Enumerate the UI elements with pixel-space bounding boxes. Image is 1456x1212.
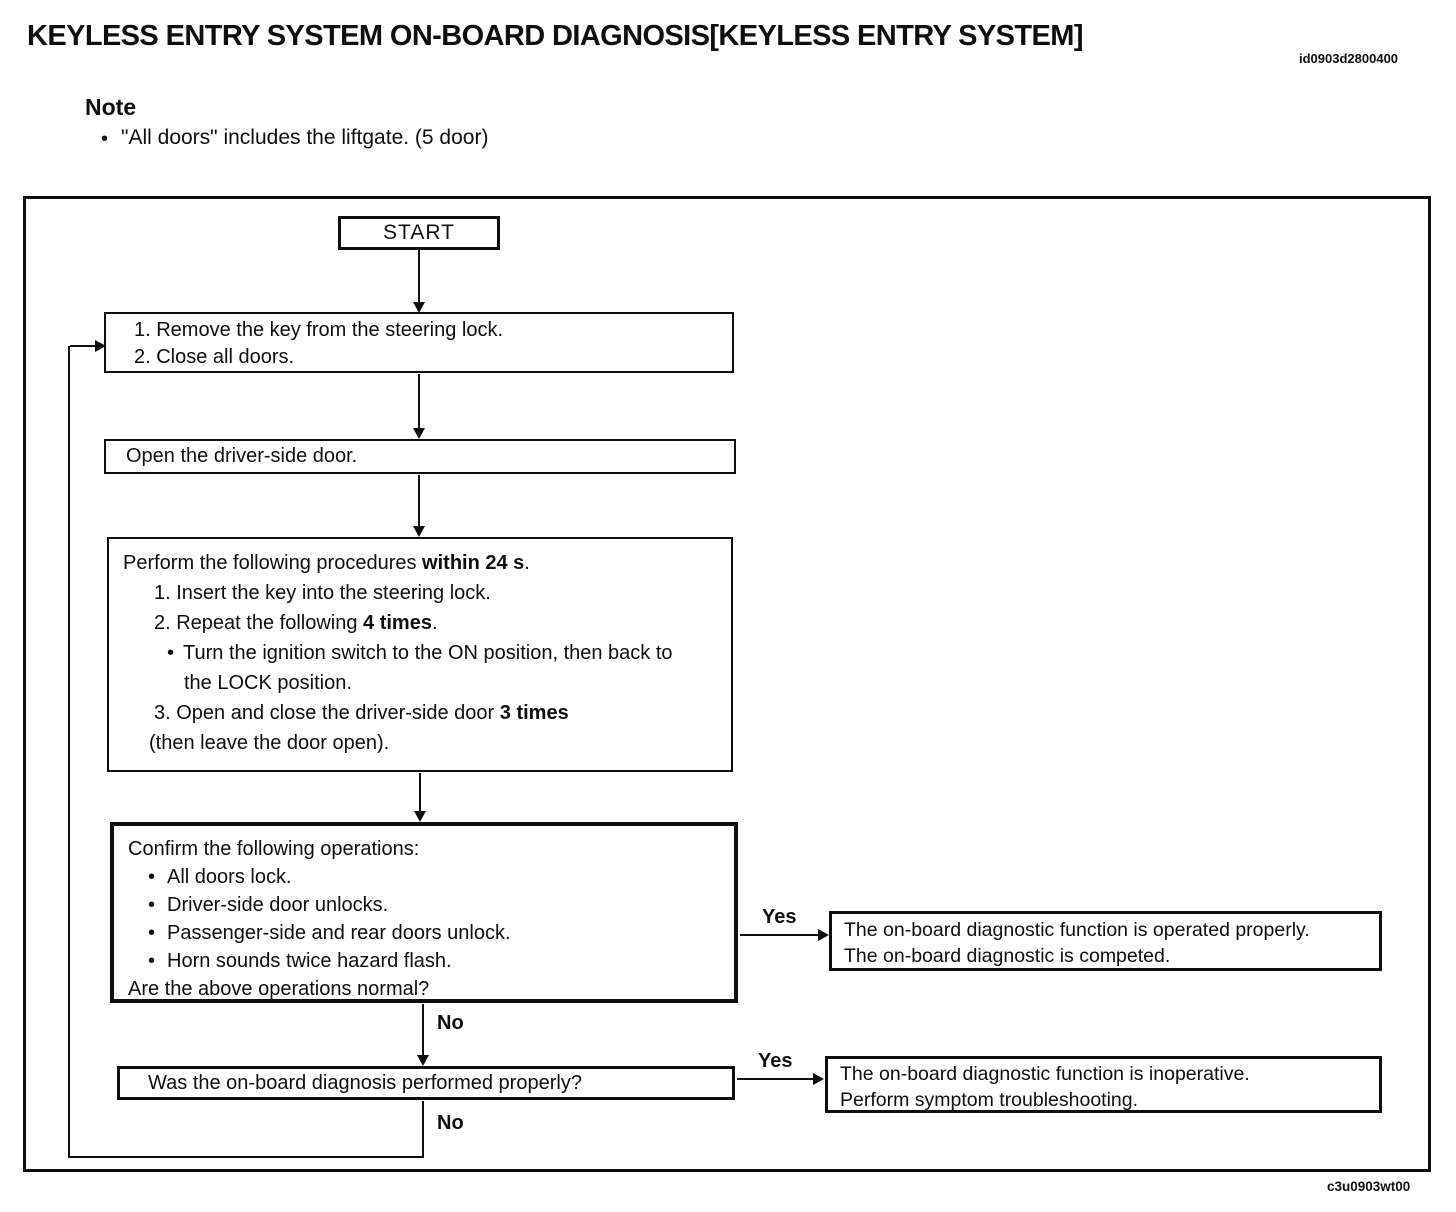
note-heading: Note	[85, 94, 137, 120]
step4-intro: Confirm the following operations:	[128, 838, 420, 860]
arrowhead-right-icon	[813, 1073, 824, 1085]
flowchart-result-ok-node: The on-board diagnostic function is oper…	[829, 911, 1382, 971]
bullet-icon: •	[148, 894, 156, 916]
connector-loop-into-step1	[70, 345, 98, 347]
step3-item1: 1. Insert the key into the steering lock…	[154, 582, 491, 604]
step4-bullet-3: • Passenger-side and rear doors unlock.	[148, 919, 734, 947]
connector-step2-to-step3	[418, 475, 420, 526]
step4-bullet-2: • Driver-side door unlocks.	[148, 891, 734, 919]
document-id: id0903d2800400	[1299, 51, 1399, 66]
flowchart-start-node: START	[338, 216, 500, 250]
flowchart-step5-node: Was the on-board diagnosis performed pro…	[117, 1066, 735, 1100]
flowchart-step3-node: Perform the following procedures within …	[107, 537, 733, 772]
branch-label-no: No	[437, 1012, 464, 1034]
step4-bullet-4: • Horn sounds twice hazard flash.	[148, 947, 734, 975]
step3-item2: 2. Repeat the following 4 times.	[154, 612, 438, 634]
arrowhead-down-icon	[413, 526, 425, 537]
figure-id: c3u0903wt00	[1327, 1179, 1411, 1194]
bullet-icon: •	[148, 922, 156, 944]
bullet-icon: •	[101, 128, 109, 150]
result-ng-line2: Perform symptom troubleshooting.	[840, 1089, 1139, 1111]
result-ok-line2: The on-board diagnostic is competed.	[844, 945, 1171, 967]
page-title: KEYLESS ENTRY SYSTEM ON-BOARD DIAGNOSIS[…	[27, 20, 1083, 52]
flowchart-result-ng-node: The on-board diagnostic function is inop…	[825, 1056, 1382, 1113]
step1-line2: 2. Close all doors.	[134, 346, 295, 368]
bullet-icon: •	[167, 642, 175, 664]
connector-start-to-step1	[418, 250, 420, 302]
step4-bullet-1: • All doors lock.	[148, 863, 734, 891]
step2-text: Open the driver-side door.	[126, 445, 358, 467]
bullet-icon: •	[148, 950, 156, 972]
arrowhead-right-icon	[95, 340, 106, 352]
connector-step4-yes-to-result-ok	[740, 934, 820, 936]
connector-loop-bottom	[68, 1156, 424, 1158]
connector-step1-to-step2	[418, 374, 420, 428]
arrowhead-down-icon	[413, 302, 425, 313]
step3-subitem-line1: Turn the ignition switch to the ON posit…	[183, 642, 673, 664]
note-bullet-text: "All doors" includes the liftgate. (5 do…	[121, 126, 489, 149]
step1-line1: 1. Remove the key from the steering lock…	[134, 319, 504, 341]
connector-step5-yes-to-result-ng	[737, 1078, 815, 1080]
result-ok-line1: The on-board diagnostic function is oper…	[844, 919, 1310, 941]
step5-text: Was the on-board diagnosis performed pro…	[148, 1072, 582, 1094]
arrowhead-right-icon	[818, 929, 829, 941]
note-bullet-item: • "All doors" includes the liftgate. (5 …	[101, 126, 488, 152]
step3-item3-continuation: (then leave the door open).	[149, 732, 390, 754]
result-ng-line1: The on-board diagnostic function is inop…	[840, 1063, 1250, 1085]
arrowhead-down-icon	[413, 428, 425, 439]
bullet-icon: •	[148, 866, 156, 888]
connector-step4-no-to-step5	[422, 1004, 424, 1055]
branch-label-no: No	[437, 1112, 464, 1134]
connector-step3-to-step4	[419, 773, 421, 811]
step3-subitem: • Turn the ignition switch to the ON pos…	[167, 638, 731, 668]
step3-item3: 3. Open and close the driver-side door 3…	[154, 702, 569, 724]
connector-loop-left	[68, 346, 70, 1158]
arrowhead-down-icon	[414, 811, 426, 822]
step4-question: Are the above operations normal?	[128, 978, 430, 1000]
step3-intro: Perform the following procedures within …	[123, 552, 530, 574]
flowchart-step4-node: Confirm the following operations: • All …	[110, 822, 738, 1003]
branch-label-yes: Yes	[762, 906, 797, 928]
flowchart-step1-node: 1. Remove the key from the steering lock…	[104, 312, 734, 373]
branch-label-yes: Yes	[758, 1050, 793, 1072]
connector-step5-no-down	[422, 1101, 424, 1158]
flowchart-frame	[23, 196, 1431, 1172]
arrowhead-down-icon	[417, 1055, 429, 1066]
flowchart-step2-node: Open the driver-side door.	[104, 439, 736, 474]
step3-subitem-line2: the LOCK position.	[184, 672, 352, 694]
